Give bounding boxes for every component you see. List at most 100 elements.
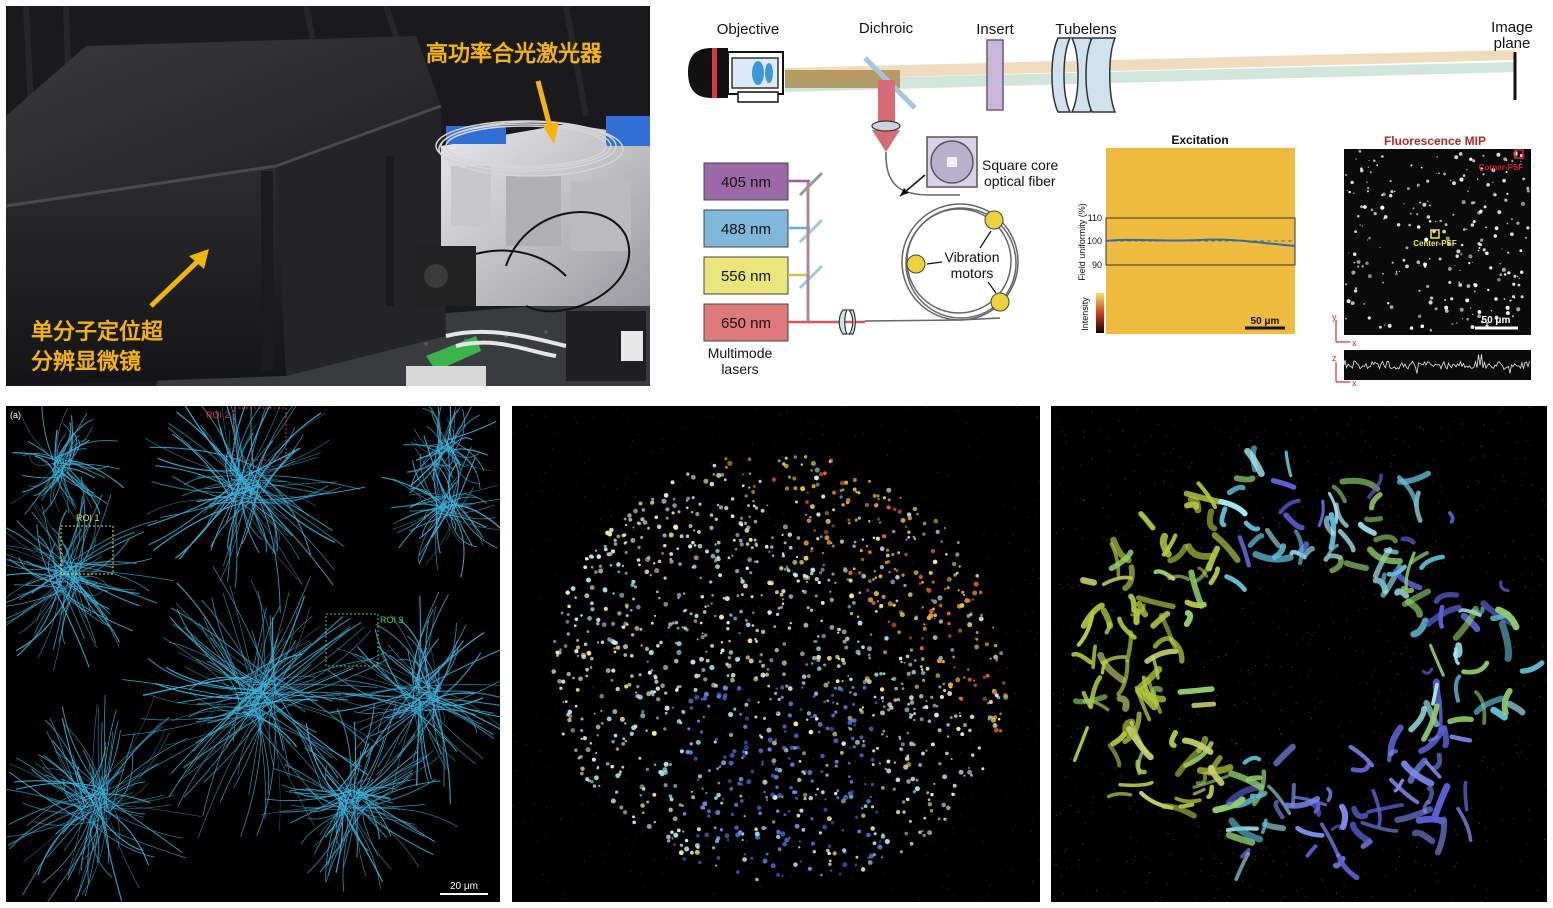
psf-spot [1499,263,1501,265]
pore-dot [848,578,853,583]
background-dot [767,614,769,616]
pore-dot [739,712,743,716]
label-image-plane-1: Image [1491,19,1533,36]
background-dot [1479,505,1481,507]
background-dot [526,426,528,427]
mitochondrion [1434,816,1448,856]
instrument-photo: 高功率合光激光器 单分子定位超 分辨显微镜 [6,6,650,386]
pore-dot [665,516,669,520]
microtubule-fiber [418,514,438,563]
background-dot [929,746,931,748]
microtubule-fiber [208,469,263,501]
pore-dot [919,717,924,722]
background-dot [1057,725,1059,727]
pore-dot [701,667,706,673]
background-dot [588,500,590,502]
background-dot [1083,436,1085,438]
pore-dot [674,621,679,625]
pore-dot [799,860,803,863]
background-dot [1016,727,1018,729]
background-dot [905,430,907,432]
pore-dot [918,830,922,834]
pore-dot [831,544,835,548]
pore-dot [884,636,889,641]
background-dot [1084,822,1086,824]
background-dot [1401,556,1403,558]
pore-dot [775,711,779,715]
pore-dot [757,805,762,811]
mitochondrion [1249,790,1268,799]
background-dot [1441,439,1443,441]
background-dot [811,646,813,648]
background-dot [689,648,691,650]
background-dot [962,816,964,818]
background-dot [1521,472,1523,474]
pore-dot [718,505,724,510]
pore-dot [702,716,705,719]
background-dot [1343,895,1345,897]
pore-dot [947,735,950,738]
pore-dot [941,802,946,808]
pore-dot [796,579,800,583]
pore-dot [690,850,694,855]
background-dot [1055,625,1057,627]
background-dot [799,420,801,422]
pore-dot [807,866,812,871]
microtubule-fiber [67,459,125,489]
psf-spot [1360,169,1364,173]
background-dot [754,624,756,626]
background-dot [1476,509,1478,511]
pore-dot [806,718,809,721]
background-dot [933,711,935,713]
pore-dot [787,713,793,718]
pore-dot [760,629,766,635]
pore-dot [834,686,837,690]
background-dot [1377,630,1379,632]
background-dot [1215,876,1217,878]
pore-dot [730,677,735,683]
background-dot [1006,633,1007,634]
psf-spot [1435,172,1438,174]
pore-dot [612,592,615,595]
background-dot [767,517,769,519]
background-dot [1536,659,1538,661]
background-dot [607,685,609,687]
background-dot [1475,731,1477,733]
background-dot [963,799,965,801]
microtubule-fiber [349,804,426,809]
background-dot [761,635,763,637]
pore-dot [841,629,847,635]
pore-dot [861,645,865,650]
mitochondrion [1351,805,1369,820]
psf-spot [1367,186,1370,190]
background-dot [668,596,670,598]
microtubule-fiber [59,562,91,615]
psf-spot [1501,248,1503,250]
pore-dot [900,682,904,686]
pore-dot [789,745,795,751]
psf-spot [1389,180,1392,183]
background-dot [957,677,958,678]
corner-psf-box [1514,149,1524,159]
background-dot [601,853,603,855]
psf-spot [1387,302,1390,305]
pore-dot [990,717,996,723]
background-dot [1092,796,1094,798]
background-dot [1080,651,1082,653]
background-dot [1426,717,1429,719]
background-dot [548,485,550,487]
background-dot [832,497,834,499]
background-dot [828,853,830,855]
psf-spot [1493,234,1498,238]
mitochondrion [1240,847,1251,859]
psf-spot [1420,324,1425,329]
pore-dot [574,596,577,599]
microtubule-fiber [447,414,481,453]
background-dot [1477,612,1479,614]
background-dot [1054,851,1056,854]
background-dot [963,604,965,606]
background-dot [778,671,780,673]
psf-spot [1491,168,1496,172]
pore-dot [737,830,743,835]
background-dot [1100,682,1102,684]
